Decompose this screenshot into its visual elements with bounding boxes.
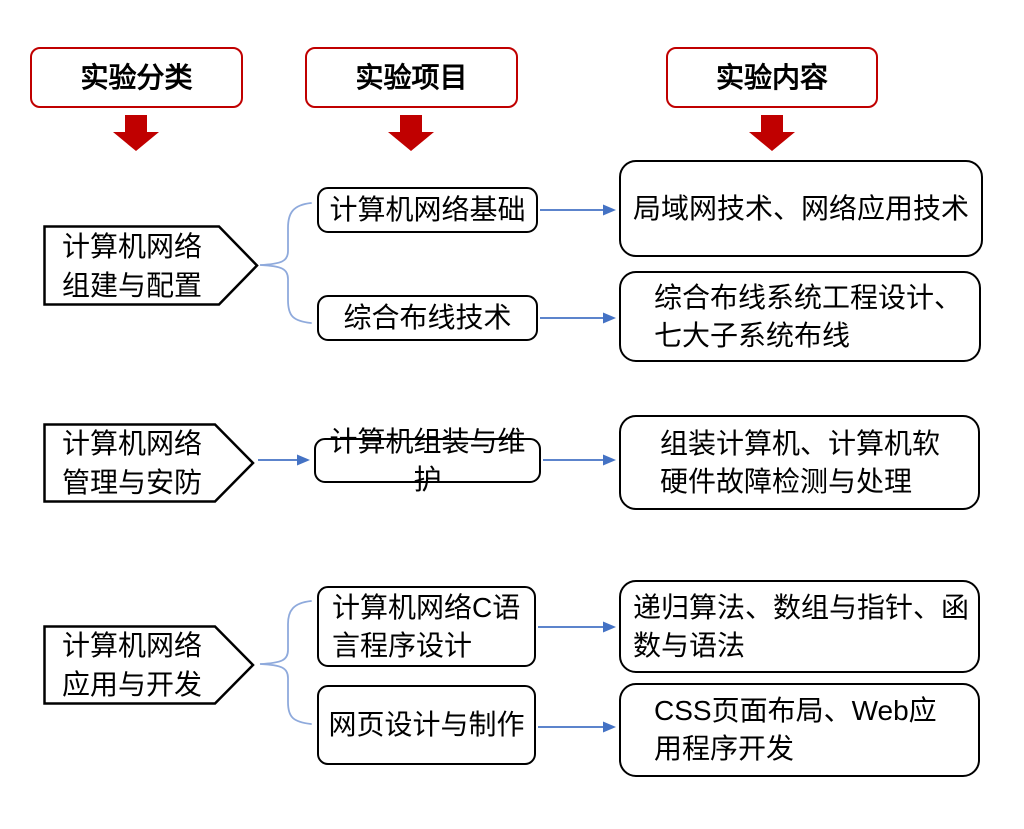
down-arrow-icon <box>388 115 434 151</box>
brace-connector <box>259 202 312 324</box>
project-box-web-design: 网页设计与制作 <box>317 685 536 765</box>
content-box-css-web: CSS页面布局、Web应 用程序开发 <box>619 683 980 777</box>
content-box-algorithms: 递归算法、数组与指针、函 数与语法 <box>619 580 980 673</box>
header-experiment-category: 实验分类 <box>30 47 243 108</box>
pentagon-shape <box>43 625 255 705</box>
pentagon-shape <box>43 225 259 306</box>
category-label: 计算机网络 管理与安防 <box>61 428 202 498</box>
content-box-lan-tech: 局域网技术、网络应用技术 <box>619 160 983 257</box>
project-box-cabling-tech: 综合布线技术 <box>317 295 538 341</box>
category-pentagon-network-management: 计算机网络 管理与安防 <box>43 423 255 503</box>
brace-connector <box>259 600 312 725</box>
project-box-computer-assembly: 计算机组装与维护 <box>314 426 541 495</box>
project-box-c-programming: 计算机网络C语 言程序设计 <box>317 586 536 667</box>
project-box-network-basics: 计算机网络基础 <box>317 187 538 233</box>
pentagon-shape <box>43 423 255 503</box>
down-arrow-icon <box>113 115 159 151</box>
header-experiment-content: 实验内容 <box>666 47 878 108</box>
category-pentagon-network-setup: 计算机网络 组建与配置 <box>43 225 259 306</box>
content-box-assembly-maintenance: 组装计算机、计算机软 硬件故障检测与处理 <box>619 415 980 510</box>
category-label: 计算机网络 应用与开发 <box>61 630 202 700</box>
header-experiment-project: 实验项目 <box>305 47 518 108</box>
down-arrow-icon <box>749 115 795 151</box>
category-pentagon-network-development: 计算机网络 应用与开发 <box>43 625 255 705</box>
content-box-cabling-design: 综合布线系统工程设计、 七大子系统布线 <box>619 271 981 362</box>
category-label: 计算机网络 组建与配置 <box>61 230 202 301</box>
